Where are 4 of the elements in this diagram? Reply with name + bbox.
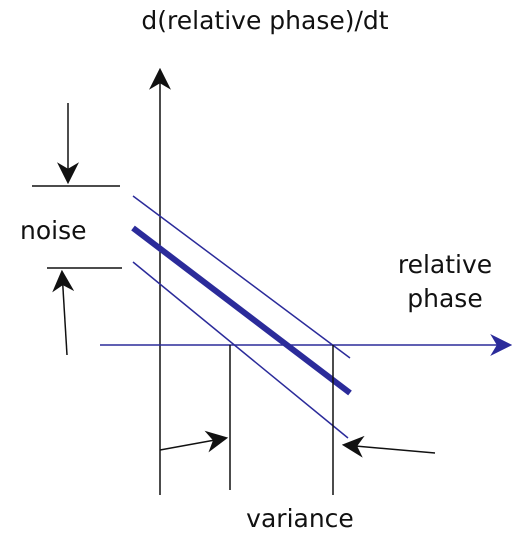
dimension-label: variance — [245, 503, 355, 535]
dimension-label: noise — [20, 215, 88, 247]
axis-label: relative phase — [396, 249, 494, 315]
axis-label: d(relative phase)/dt — [140, 5, 390, 37]
